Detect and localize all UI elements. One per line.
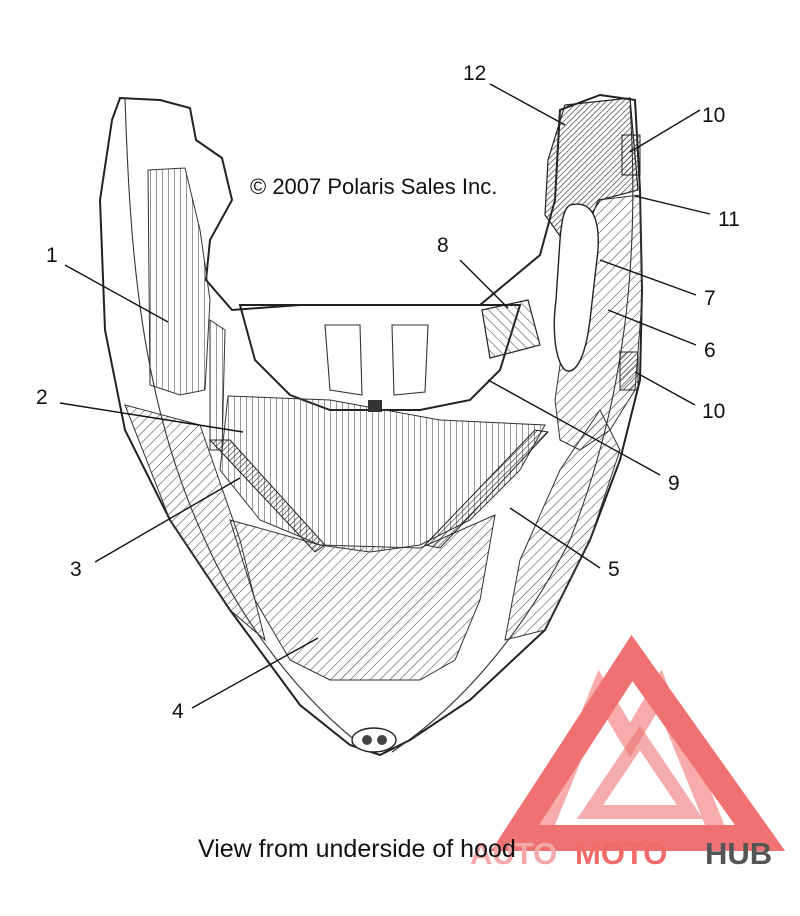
decal-left-strip [209,319,226,451]
callout-6: 6 [704,339,716,362]
watermark-text-auto: AUTO [470,836,557,871]
watermark-logo [491,634,786,851]
callout-10-upper: 10 [702,104,725,127]
vent-decal-lower [619,351,639,391]
decal-left-side [147,167,211,396]
callout-7: 7 [704,287,716,310]
callout-2: 2 [36,386,48,409]
leader-lines [59,83,711,709]
decal-8 [481,299,541,359]
callout-5: 5 [608,558,620,581]
callout-12: 12 [463,62,486,85]
watermark-text-moto: MOTO [575,836,667,871]
callout-8: 8 [437,234,449,257]
center-opening [238,304,522,412]
copyright-notice: © 2007 Polaris Sales Inc. [250,174,497,199]
vent-decal-upper [621,134,641,176]
watermark-triangle-inner [576,725,704,819]
callout-4: 4 [172,700,184,723]
callout-3: 3 [70,558,82,581]
watermark-text-hub: HUB [705,836,772,871]
watermark-m-stroke [531,669,729,842]
callout-11: 11 [718,208,740,231]
window-right-oval [553,203,599,372]
callout-9: 9 [668,472,680,495]
diagram-caption: View from underside of hood [198,835,516,863]
nose-tip [351,727,397,753]
callout-10-lower: 10 [702,400,725,423]
callout-labels: 1 2 3 4 5 6 7 8 9 10 10 11 12 [36,62,740,723]
decal-lower-nose [229,514,496,681]
vent-strip-left [208,439,326,553]
callout-1: 1 [46,244,58,267]
decal-right-lower [504,409,621,641]
vent-strip-right [424,429,550,549]
